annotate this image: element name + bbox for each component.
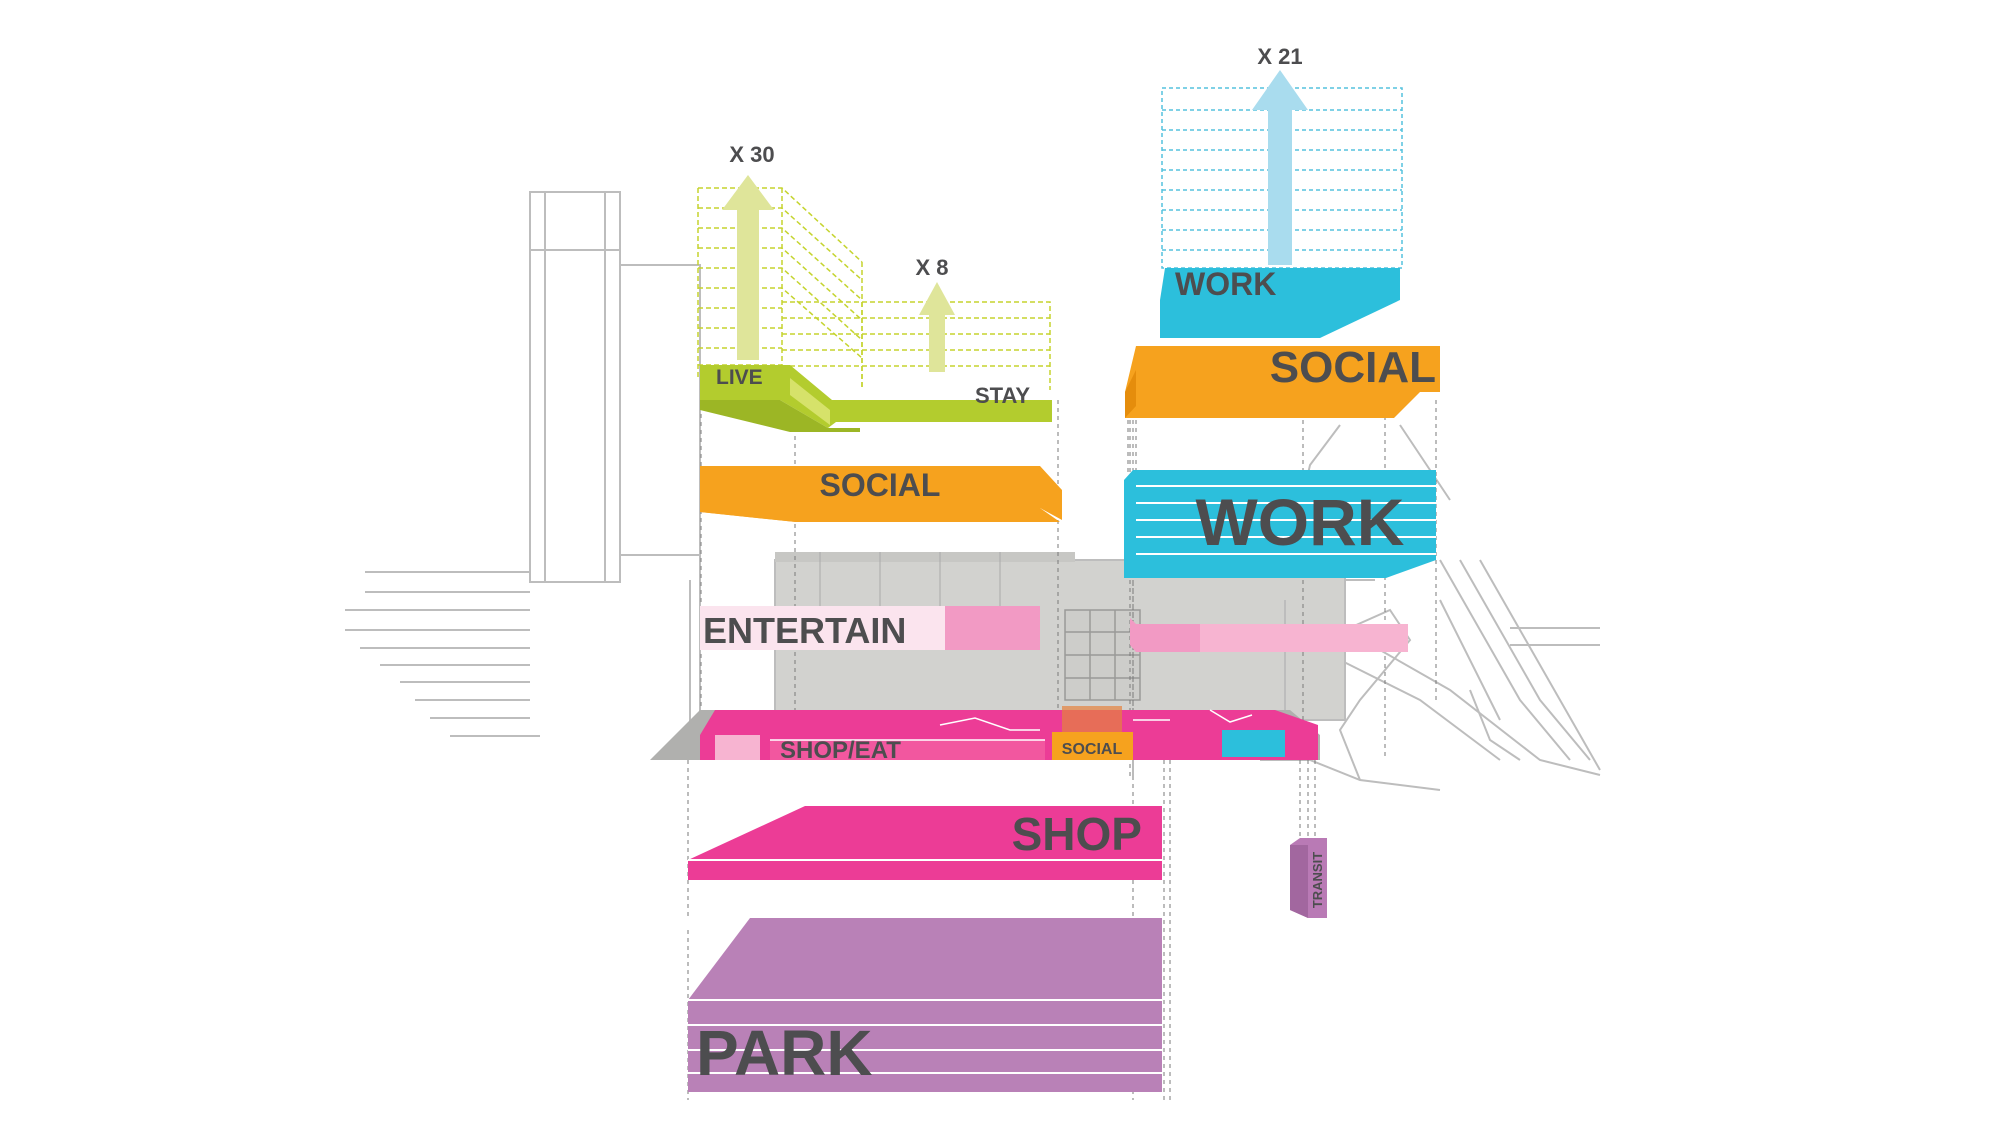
existing-building-mass [774,552,1375,721]
work-top-label: WORK [1175,266,1276,302]
shop-eat-floor [650,709,1320,760]
shop-label: SHOP [1012,808,1142,860]
shop-eat-label: SHOP/EAT [780,737,901,764]
social-left-label: SOCIAL [820,467,941,503]
social-left-slab [700,466,1062,522]
stay-label: STAY [975,383,1030,408]
work-main-block [1124,470,1436,578]
entertain-band [700,606,1408,652]
live-stay-slab [700,365,1052,432]
park-block [688,918,1162,1092]
shop-slab [688,806,1162,880]
work-top-slab [1160,268,1400,338]
work-main-label: WORK [1196,485,1405,559]
social-small-block [1052,706,1133,760]
live-label: LIVE [716,366,763,389]
stay-multiplier: X 8 [915,255,948,280]
work-growth-arrow [1252,70,1308,265]
live-tower-wireframe [697,187,863,390]
social-small-label: SOCIAL [1062,741,1123,758]
context-buildings-outline [345,191,1601,791]
stay-tower-wireframe [782,301,1051,390]
transit-block [1290,838,1327,918]
live-growth-arrow [722,175,774,360]
transit-label: TRANSIT [1310,852,1325,908]
park-label: PARK [696,1017,873,1089]
live-multiplier: X 30 [729,142,774,167]
social-right-label: SOCIAL [1270,343,1436,392]
stay-growth-arrow [919,282,955,372]
social-right-slab [1125,346,1440,418]
entertain-label: ENTERTAIN [703,610,906,651]
work-multiplier: X 21 [1257,44,1302,69]
